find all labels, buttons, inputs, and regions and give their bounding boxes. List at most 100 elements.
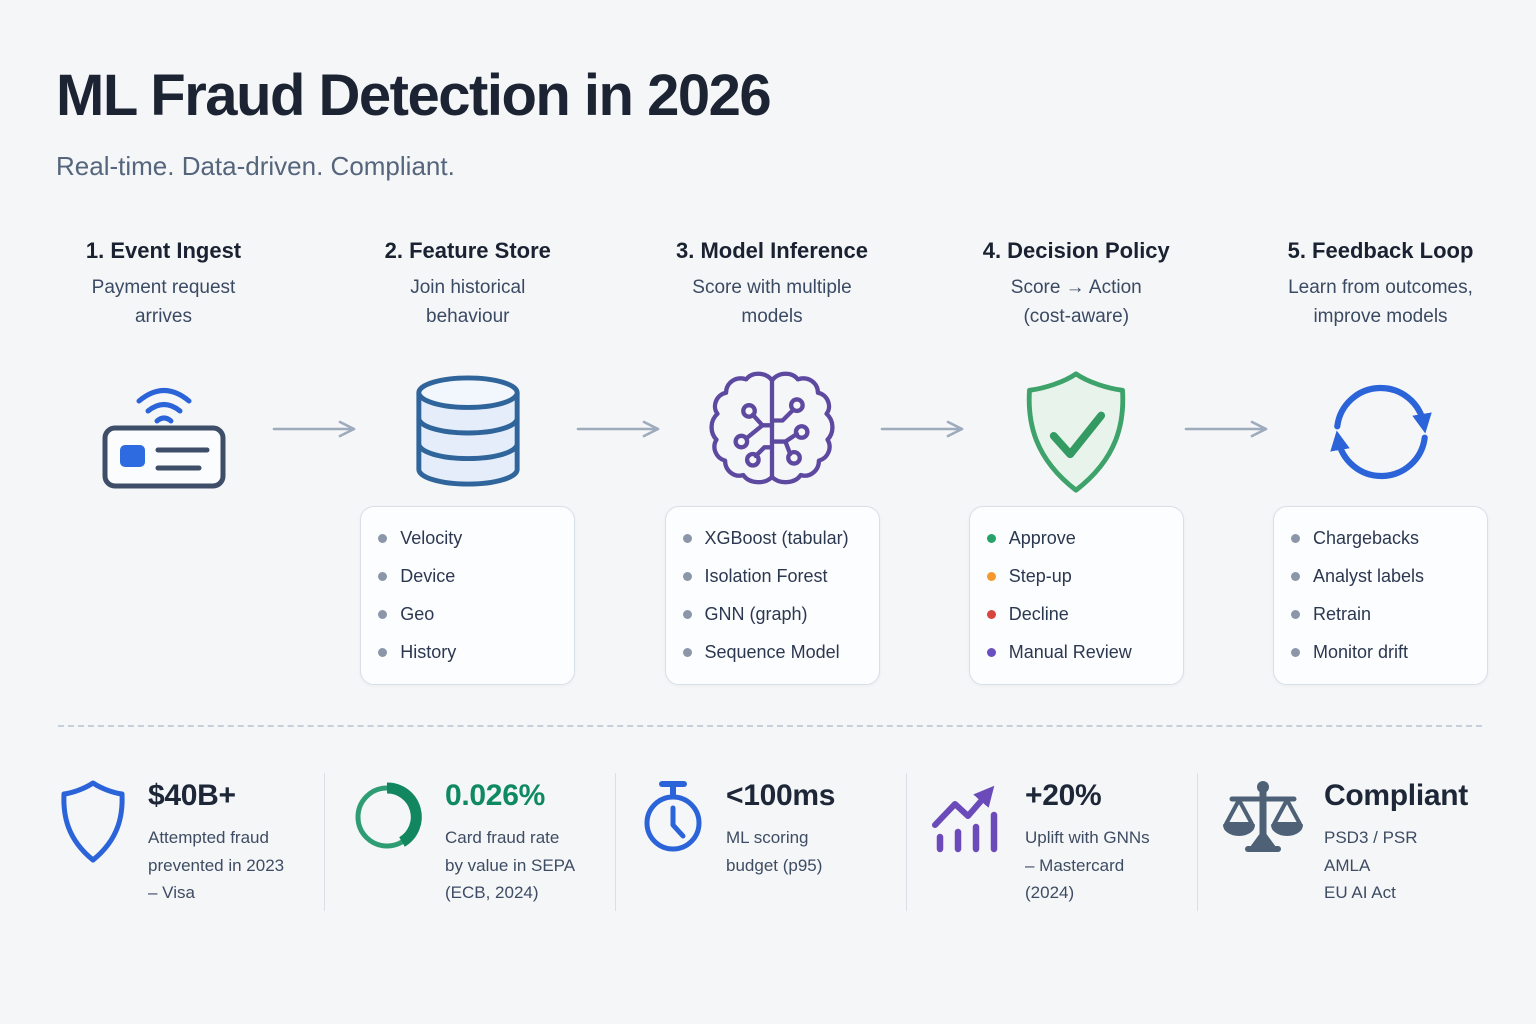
- list-item: Chargebacks: [1291, 528, 1475, 549]
- step-4-header: 4. Decision Policy Score → Action (cost-…: [969, 238, 1184, 358]
- arrow-right-icon: [576, 420, 660, 438]
- pipeline-arrow-cell: [575, 358, 664, 506]
- list-item: Approve: [986, 528, 1171, 549]
- donut-progress-icon: [349, 779, 425, 860]
- step-5-header: 5. Feedback Loop Learn from outcomes, im…: [1273, 238, 1488, 358]
- step-4-description: Score → Action (cost-aware): [1010, 277, 1142, 327]
- stat-latency: <100ms ML scoring budget (p95): [615, 773, 906, 911]
- list-item: Retrain: [1291, 604, 1475, 625]
- stat-fraud-prevented: $40B+ Attempted fraud prevented in 2023 …: [56, 773, 324, 911]
- list-item: Decline: [986, 604, 1171, 625]
- bullet-dot: [682, 648, 692, 657]
- stat-gnn-uplift: +20% Uplift with GNNs – Mastercard (2024…: [906, 773, 1197, 911]
- infographic: ML Fraud Detection in 2026 Real-time. Da…: [56, 62, 1488, 911]
- list-item: Velocity: [378, 528, 562, 549]
- brain-circuit-icon: [709, 371, 835, 485]
- list-item: Isolation Forest: [682, 566, 867, 587]
- list-item: Analyst labels: [1291, 566, 1475, 587]
- feedback-loop-box: Chargebacks Analyst labels Retrain Monit…: [1273, 506, 1488, 685]
- header: ML Fraud Detection in 2026 Real-time. Da…: [56, 62, 1488, 182]
- bullet-dot: [682, 610, 692, 619]
- bullet-dot: [986, 610, 996, 619]
- bullet-dot: [986, 648, 996, 657]
- step-3-description: Score with multiple models: [692, 277, 852, 327]
- list-item: Device: [378, 566, 562, 587]
- model-inference-box: XGBoost (tabular) Isolation Forest GNN (…: [664, 506, 880, 685]
- arrow-right-icon: [272, 420, 355, 438]
- step-2-title: 2. Feature Store: [384, 238, 551, 263]
- list-item: GNN (graph): [682, 604, 867, 625]
- bullet-dot: [682, 534, 692, 543]
- list-item: Sequence Model: [682, 642, 867, 663]
- step-4-title: 4. Decision Policy: [982, 238, 1170, 263]
- stat-value: $40B+: [148, 779, 236, 812]
- bullet-dot: [986, 572, 996, 581]
- pipeline: 1. Event Ingest Payment request arrives …: [56, 238, 1488, 685]
- pipeline-arrow-cell: [880, 358, 969, 506]
- step-1-description: Payment request arrives: [91, 277, 236, 327]
- step-4-icon-cell: [969, 358, 1184, 506]
- shield-outline-icon: [58, 779, 128, 870]
- arrow-right-icon: [880, 420, 964, 438]
- bullet-dot: [682, 572, 692, 581]
- stat-compliance: Compliant PSD3 / PSR AMLA EU AI Act: [1197, 773, 1488, 911]
- pipeline-arrow-cell: [1184, 358, 1273, 506]
- arrow-right-icon: [1185, 420, 1268, 438]
- list-item: Manual Review: [986, 642, 1171, 663]
- stat-fraud-rate: 0.026% Card fraud rate by value in SEPA …: [324, 773, 615, 911]
- step-1-title: 1. Event Ingest: [85, 238, 242, 263]
- step-2-icon-cell: [360, 358, 575, 506]
- stat-text: Compliant PSD3 / PSR AMLA EU AI Act: [1324, 777, 1468, 907]
- scales-icon: [1222, 779, 1304, 860]
- list-item: Monitor drift: [1291, 642, 1475, 663]
- contactless-card-icon: [102, 388, 225, 489]
- step-1-icon-cell: [56, 358, 271, 506]
- step-3-icon-cell: [665, 358, 880, 506]
- list-item: History: [378, 642, 562, 663]
- bullet-dot: [378, 648, 388, 657]
- bullet-dot: [1291, 648, 1300, 657]
- dashed-divider: [58, 725, 1482, 727]
- stats-row: $40B+ Attempted fraud prevented in 2023 …: [56, 773, 1488, 911]
- list-item: Step-up: [986, 566, 1171, 587]
- step-3-header: 3. Model Inference Score with multiple m…: [665, 238, 880, 358]
- page-subtitle: Real-time. Data-driven. Compliant.: [56, 151, 455, 181]
- decision-policy-box: Approve Step-up Decline Manual Review: [968, 506, 1184, 685]
- step-5-icon-cell: [1273, 358, 1488, 506]
- stat-value: +20%: [1025, 779, 1102, 812]
- stat-description: Uplift with GNNs – Mastercard (2024): [1025, 828, 1150, 903]
- stat-text: 0.026% Card fraud rate by value in SEPA …: [445, 777, 575, 907]
- stat-text: $40B+ Attempted fraud prevented in 2023 …: [148, 777, 284, 907]
- bullet-dot: [1291, 534, 1300, 543]
- stopwatch-icon: [640, 779, 706, 860]
- stat-value: Compliant: [1324, 779, 1468, 812]
- bullet-dot: [1291, 610, 1300, 619]
- stat-value: 0.026%: [445, 779, 545, 812]
- bullet-dot: [1291, 572, 1300, 581]
- step-5-description: Learn from outcomes, improve models: [1288, 277, 1473, 327]
- stat-description: PSD3 / PSR AMLA EU AI Act: [1324, 828, 1418, 903]
- step-2-header: 2. Feature Store Join historical behavio…: [360, 238, 575, 358]
- stat-description: Card fraud rate by value in SEPA (ECB, 2…: [445, 828, 576, 903]
- list-item: XGBoost (tabular): [682, 528, 867, 549]
- step-5-title: 5. Feedback Loop: [1287, 238, 1474, 263]
- trend-up-chart-icon: [931, 779, 1005, 858]
- pipeline-arrow-cell: [271, 358, 360, 506]
- shield-check-icon: [1027, 371, 1126, 493]
- stat-description: Attempted fraud prevented in 2023 – Visa: [148, 828, 285, 903]
- stat-text: +20% Uplift with GNNs – Mastercard (2024…: [1025, 777, 1150, 907]
- page-title: ML Fraud Detection in 2026: [56, 63, 772, 128]
- step-3-title: 3. Model Inference: [676, 238, 868, 263]
- database-icon: [416, 375, 520, 487]
- bullet-dot: [378, 572, 388, 581]
- stat-value: <100ms: [726, 779, 836, 812]
- feature-store-box: Velocity Device Geo History: [360, 506, 576, 685]
- sync-arrows-icon: [1329, 384, 1432, 480]
- stat-description: ML scoring budget (p95): [726, 828, 823, 875]
- step-1-header: 1. Event Ingest Payment request arrives: [56, 238, 271, 358]
- step-2-description: Join historical behaviour: [410, 277, 526, 327]
- stat-text: <100ms ML scoring budget (p95): [726, 777, 835, 879]
- list-item: Geo: [378, 604, 562, 625]
- bullet-dot: [986, 534, 996, 543]
- bullet-dot: [378, 534, 388, 543]
